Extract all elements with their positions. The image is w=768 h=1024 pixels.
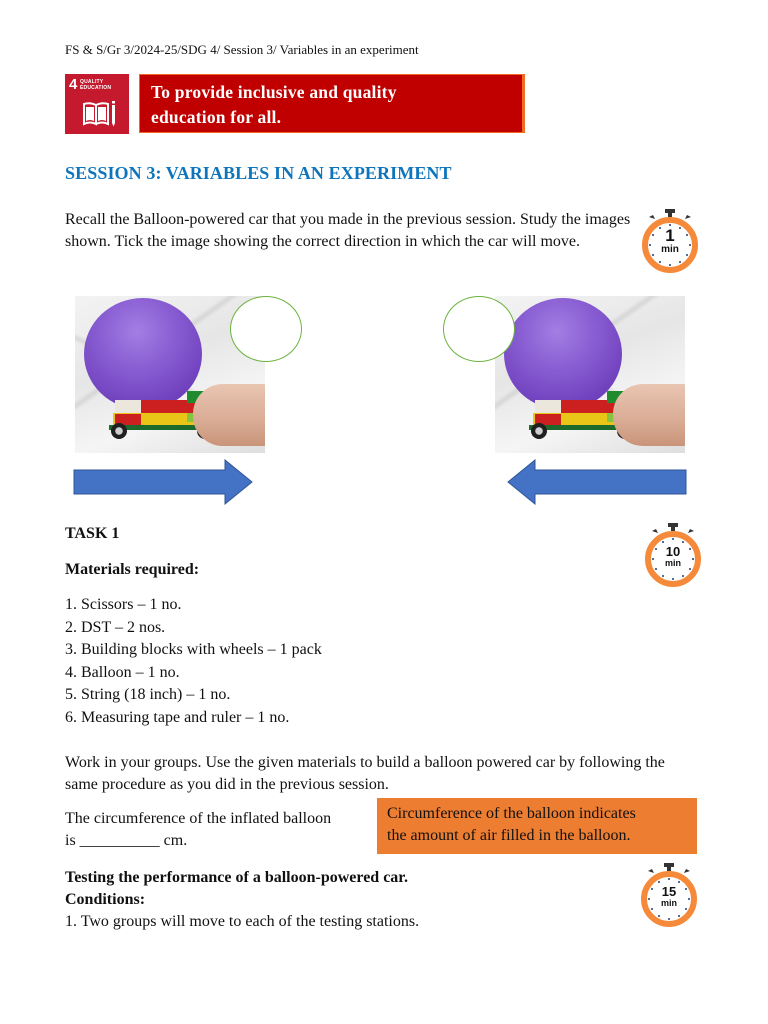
circumference-line1: The circumference of the inflated balloo… xyxy=(65,810,332,827)
material-item: 6. Measuring tape and ruler – 1 no. xyxy=(65,708,290,726)
note-line2: the amount of air filled in the balloon. xyxy=(387,827,631,844)
materials-list: 1. Scissors – 1 no. 2. DST – 2 nos. 3. B… xyxy=(65,594,322,729)
balloon xyxy=(84,298,202,410)
sdg-goal-line1: To provide inclusive and quality xyxy=(151,82,397,102)
material-item: 5. String (18 inch) – 1 no. xyxy=(65,686,231,703)
open-book-pencil-icon xyxy=(83,101,115,127)
timer-10-min-icon: 10 min xyxy=(640,522,706,588)
sdg-number: 4 xyxy=(69,76,78,93)
running-head: FS & S/Gr 3/2024-25/SDG 4/ Session 3/ Va… xyxy=(65,42,419,57)
materials-title: Materials required: xyxy=(65,561,200,578)
timer-1-min-icon: 1 min xyxy=(637,208,703,274)
tick-answer-circle-1[interactable] xyxy=(230,296,302,362)
sdg-label-line1: QUALITY xyxy=(80,79,104,85)
sdg-goal-line2: education for all. xyxy=(151,107,282,127)
sdg-label-line2: EDUCATION xyxy=(80,85,112,91)
balloon-car-photo-2 xyxy=(495,296,685,453)
testing-title: Testing the performance of a balloon-pow… xyxy=(65,869,408,886)
hand xyxy=(613,384,685,446)
circumference-fill-in: The circumference of the inflated balloo… xyxy=(65,808,375,852)
tick-answer-circle-2[interactable] xyxy=(443,296,515,362)
group-work-instruction: Work in your groups. Use the given mater… xyxy=(65,754,665,793)
material-item: 3. Building blocks with wheels – 1 pack xyxy=(65,641,322,658)
material-item: 2. DST – 2 nos. xyxy=(65,618,166,636)
timer-unit: min xyxy=(661,244,679,255)
balloon xyxy=(504,298,622,410)
condition-item: 1. Two groups will move to each of the t… xyxy=(65,913,420,930)
timer-unit: min xyxy=(664,558,681,568)
session-title: SESSION 3: VARIABLES IN AN EXPERIMENT xyxy=(65,163,452,183)
timer-value: 10 xyxy=(665,544,681,559)
sdg-label: QUALITY EDUCATION xyxy=(80,79,111,91)
balloon-car-photo-1 xyxy=(75,296,265,453)
circumference-note-box: Circumference of the balloon indicates t… xyxy=(377,798,697,854)
circumference-line2[interactable]: is __________ cm. xyxy=(65,832,188,849)
conditions-title: Conditions: xyxy=(65,891,146,908)
sdg-4-logo: 4 QUALITY EDUCATION xyxy=(65,74,129,134)
timer-15-min-icon: 15 min xyxy=(636,862,702,928)
material-item: 1. Scissors – 1 no. xyxy=(65,596,182,613)
note-line1: Circumference of the balloon indicates xyxy=(387,805,636,822)
arrow-left-icon xyxy=(507,459,687,505)
hand xyxy=(193,384,265,446)
timer-value: 15 xyxy=(661,884,677,899)
timer-value: 1 xyxy=(665,226,675,245)
timer-unit: min xyxy=(660,898,677,908)
sdg-goal-banner: To provide inclusive and quality educati… xyxy=(139,74,525,133)
task-1-title: TASK 1 xyxy=(65,525,120,542)
intro-paragraph: Recall the Balloon-powered car that you … xyxy=(65,211,631,250)
material-item: 4. Balloon – 1 no. xyxy=(65,663,180,681)
arrow-right-icon xyxy=(73,459,253,505)
